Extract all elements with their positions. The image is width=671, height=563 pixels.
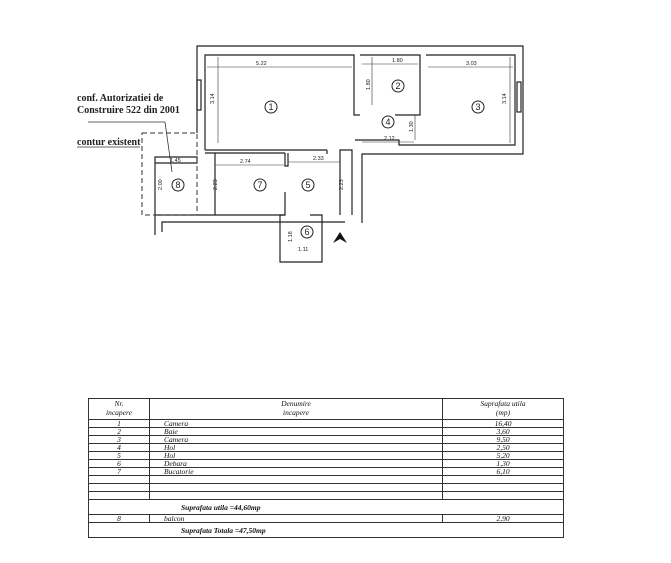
room-marker-2: 2 <box>391 79 405 93</box>
svg-text:1.80: 1.80 <box>392 58 403 64</box>
svg-text:1.11: 1.11 <box>298 247 308 253</box>
permit-note-line1: conf. Autorizatiei de <box>77 93 164 104</box>
svg-text:2.23: 2.23 <box>213 179 219 190</box>
room-marker-7: 7 <box>253 178 267 192</box>
svg-text:2.33: 2.33 <box>313 156 324 162</box>
grand-total: Suprafata Totala =47,50mp <box>181 525 266 535</box>
room-marker-5: 5 <box>301 178 315 192</box>
svg-text:1.45: 1.45 <box>170 158 181 164</box>
svg-text:3: 3 <box>475 102 480 112</box>
svg-text:2.74: 2.74 <box>240 159 251 165</box>
svg-text:3.03: 3.03 <box>466 61 477 67</box>
svg-text:1: 1 <box>268 102 273 112</box>
contour-label: contur existent <box>77 137 141 148</box>
header-area: Suprafata utila(mp) <box>442 398 564 420</box>
room-marker-3: 3 <box>471 100 485 114</box>
svg-text:3.14: 3.14 <box>502 93 508 104</box>
useful-area-row: Suprafata utila =44,60mp <box>88 499 564 515</box>
useful-area-total: Suprafata utila =44,60mp <box>181 502 261 512</box>
north-arrow-icon <box>333 232 347 243</box>
room-marker-6: 6 <box>300 225 314 239</box>
empty-row <box>88 483 564 492</box>
svg-text:1.30: 1.30 <box>409 121 415 132</box>
svg-text:2.00: 2.00 <box>158 179 164 190</box>
svg-text:2.23: 2.23 <box>339 179 345 190</box>
header-nr: Nr.incapere <box>88 398 150 420</box>
svg-text:5: 5 <box>305 180 310 190</box>
empty-row <box>88 491 564 500</box>
walls <box>154 45 524 263</box>
svg-text:2.12: 2.12 <box>384 136 395 142</box>
svg-text:4: 4 <box>385 117 390 127</box>
room-marker-1: 1 <box>264 100 278 114</box>
room-marker-4: 4 <box>381 115 395 129</box>
svg-text:1.18: 1.18 <box>288 231 294 242</box>
leader-line <box>164 121 173 173</box>
svg-text:7: 7 <box>257 180 262 190</box>
svg-text:8: 8 <box>175 180 180 190</box>
dimension-labels: 5.22 1.80 3.03 3.14 3.14 1.80 1.30 2.12 … <box>158 58 508 253</box>
svg-text:3.14: 3.14 <box>210 93 216 104</box>
svg-text:1.80: 1.80 <box>366 79 372 90</box>
permit-note-line2: Construire 522 din 2001 <box>77 105 180 116</box>
svg-text:2: 2 <box>395 81 400 91</box>
svg-text:5.22: 5.22 <box>256 61 267 67</box>
dimension-lines <box>207 57 513 166</box>
room-marker-8: 8 <box>171 178 185 192</box>
existing-contour <box>141 132 198 216</box>
svg-text:6: 6 <box>304 227 309 237</box>
room-markers: 1 2 3 4 5 6 7 8 <box>171 79 485 239</box>
empty-row <box>88 475 564 484</box>
total-area-row: Suprafata Totala =47,50mp <box>88 522 564 538</box>
